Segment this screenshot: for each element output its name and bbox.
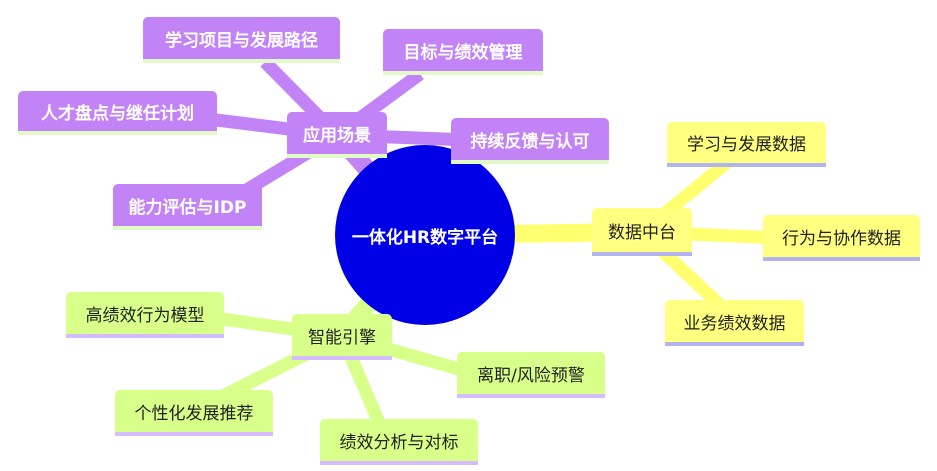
node-performance-analysis[interactable]: 绩效分析与对标	[320, 419, 478, 465]
node-label: 人才盘点与继任计划	[41, 103, 194, 124]
node-label: 离职/风险预警	[477, 365, 585, 386]
node-apps[interactable]: 应用场景	[287, 112, 387, 158]
node-talent-review[interactable]: 人才盘点与继任计划	[18, 91, 217, 135]
node-risk-alert[interactable]: 离职/风险预警	[457, 352, 605, 398]
root-label: 一体化HR数字平台	[351, 227, 499, 248]
node-label: 行为与协作数据	[782, 228, 901, 249]
node-business-data[interactable]: 业务绩效数据	[665, 300, 804, 346]
node-label: 应用场景	[303, 125, 371, 146]
node-label: 智能引擎	[308, 327, 376, 348]
node-goal-performance[interactable]: 目标与绩效管理	[383, 29, 543, 75]
node-label: 绩效分析与对标	[339, 432, 459, 453]
node-label: 数据中台	[608, 222, 676, 243]
node-label: 目标与绩效管理	[403, 42, 523, 63]
node-behavior-model[interactable]: 高绩效行为模型	[66, 292, 224, 338]
node-behavior-data[interactable]: 行为与协作数据	[763, 215, 920, 261]
node-data[interactable]: 数据中台	[592, 208, 692, 256]
node-feedback[interactable]: 持续反馈与认可	[451, 118, 609, 164]
node-label: 持续反馈与认可	[470, 131, 590, 152]
node-label: 高绩效行为模型	[85, 305, 205, 326]
node-label: 业务绩效数据	[683, 313, 786, 334]
node-learning-data[interactable]: 学习与发展数据	[667, 122, 826, 167]
node-label: 学习项目与发展路径	[165, 30, 318, 51]
root-node[interactable]: 一体化HR数字平台	[335, 145, 515, 325]
node-ability-idp[interactable]: 能力评估与IDP	[113, 184, 262, 230]
node-engine[interactable]: 智能引擎	[292, 314, 392, 360]
node-personal-recommend[interactable]: 个性化发展推荐	[115, 390, 273, 436]
node-label: 个性化发展推荐	[134, 403, 254, 424]
node-label: 能力评估与IDP	[128, 197, 247, 218]
node-label: 学习与发展数据	[687, 135, 806, 155]
node-learning-path[interactable]: 学习项目与发展路径	[143, 17, 340, 63]
